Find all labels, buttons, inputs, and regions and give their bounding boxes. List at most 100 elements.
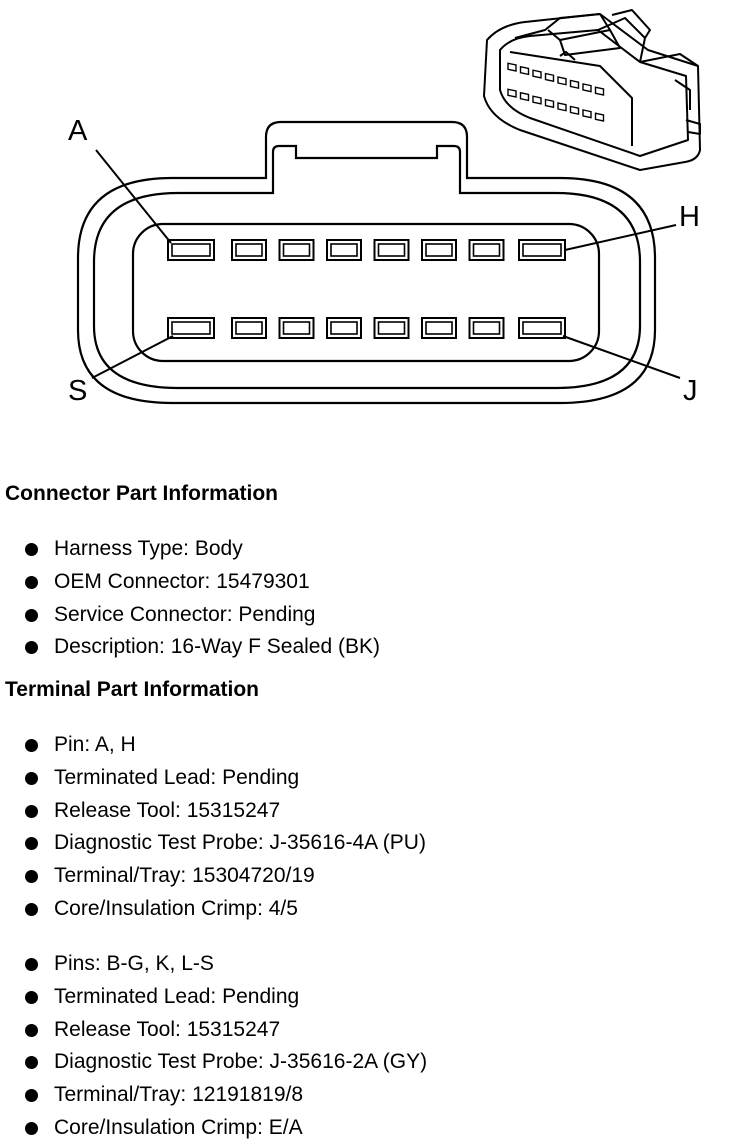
bullet-icon [25,958,38,971]
terminal-info-item: Release Tool: 15315247 [0,795,426,828]
terminal-info-text: Pins: B-G, K, L-S [54,952,214,975]
thumbnail-cavity [532,69,542,79]
thumbnail-cavity [569,79,580,90]
cavity-top [167,239,215,261]
connector-info-text: OEM Connector: 15479301 [54,569,310,593]
terminal-info-title: Terminal Part Information [5,678,259,701]
cavity-bottom [373,317,410,339]
cavity-top [468,239,505,261]
cavity-top-inner [330,243,358,257]
bullet-icon [25,804,38,818]
terminal-info-item: Pin: A, H [0,729,426,762]
thumbnail-cavity [557,102,567,112]
bullet-icon [25,1056,38,1070]
leader-line-a [95,149,172,244]
terminal-info-text: Terminated Lead: Pending [54,765,300,789]
connector-inner-shell [92,144,642,390]
bullet-icon [25,575,38,589]
cavity-top [373,239,410,261]
terminal-info-item: Core/Insulation Crimp: 4/5 [0,893,426,926]
pin-label-s: S [68,375,87,407]
terminal-info-text: Core/Insulation Crimp: 4/5 [54,896,298,920]
cavity-bottom-inner [472,321,501,335]
terminal-info-text: Release Tool: 15315247 [54,798,281,822]
cavity-bottom-inner [425,321,453,335]
thumbnail-cavity [507,88,517,98]
connector-info-text: Harness Type: Body [54,537,243,560]
cavity-bottom [167,317,215,339]
bullet-icon [25,771,38,785]
cavity-top-inner [282,243,311,257]
terminal-info-item: Diagnostic Test Probe: J-35616-2A (GY) [0,1046,427,1079]
bullet-icon [25,1023,38,1037]
cavity-top [278,239,315,261]
pin-label-j: J [683,375,698,407]
cavity-bottom-inner [282,321,311,335]
thumbnail-cavity [519,65,530,76]
cavity-bottom [518,317,566,339]
terminal-info-item: Terminal/Tray: 12191819/8 [0,1079,427,1112]
cavity-bottom-inner [522,321,562,335]
cavity-top-inner [425,243,453,257]
connector-thumbnail-image [483,9,701,171]
terminal-info-text: Terminal/Tray: 12191819/8 [54,1083,304,1107]
bullet-icon [25,608,38,622]
thumbnail-cavity [532,95,542,105]
cavity-bottom [278,317,315,339]
connector-info-item: OEM Connector: 15479301 [0,566,380,599]
thumbnail-cavity [594,112,605,122]
bullet-icon [25,902,38,916]
terminal-info-item: Terminated Lead: Pending [0,762,426,795]
bullet-icon [25,837,38,851]
thumbnail-cavity [594,86,605,96]
pin-label-a: A [68,115,88,147]
leader-line-j [562,335,681,379]
thumbnail-cavity [519,91,530,102]
bullet-icon [25,543,38,556]
connector-info-text: Description: 16-Way F Sealed (BK) [54,635,381,659]
terminal-info-text: Core/Insulation Crimp: E/A [54,1115,303,1139]
terminal-info-item: Pins: B-G, K, L-S [0,948,427,981]
terminal-info-item: Release Tool: 15315247 [0,1014,427,1047]
thumbnail-cavity [569,105,580,116]
cavity-bottom [421,317,457,339]
cavity-top [518,239,566,261]
cavity-bottom-inner [171,321,211,335]
bullet-icon [25,990,38,1004]
thumbnail-cavity [582,83,592,93]
terminal-cavities [167,239,566,339]
bullet-icon [25,870,38,884]
cavity-bottom-inner [377,321,406,335]
pin-label-h: H [679,201,700,233]
terminal-info-text: Terminated Lead: Pending [54,984,300,1008]
cavity-bottom-inner [235,321,263,335]
connector-info-item: Service Connector: Pending [0,599,380,632]
bullet-icon [25,739,38,752]
terminal-info-text: Terminal/Tray: 15304720/19 [54,864,315,888]
connector-face-diagram: A H S J [68,9,701,407]
terminal-info-item: Diagnostic Test Probe: J-35616-4A (PU) [0,827,426,860]
connector-info-title: Connector Part Information [5,482,279,505]
thumbnail-cavity [507,62,517,72]
cavity-top-inner [377,243,406,257]
cavity-bottom [326,317,362,339]
terminal-info-item: Core/Insulation Crimp: E/A [0,1112,427,1145]
cavity-bottom-inner [330,321,358,335]
bullet-icon [25,1089,38,1103]
leader-line-s [91,335,174,379]
thumbnail-cavities [507,62,605,122]
cavity-bottom [231,317,267,339]
connector-info-item: Description: 16-Way F Sealed (BK) [0,631,380,664]
bullet-icon [25,1121,38,1135]
leader-line-h [564,224,677,251]
terminal-info-list-2: Pins: B-G, K, L-S Terminated Lead: Pendin… [0,948,427,1145]
cavity-top-inner [235,243,263,257]
thumbnail-cavity [582,109,592,119]
cavity-top-inner [171,243,211,257]
terminal-info-item: Terminal/Tray: 15304720/19 [0,860,426,893]
terminal-info-text: Diagnostic Test Probe: J-35616-2A (GY) [54,1050,428,1074]
terminal-info-text: Diagnostic Test Probe: J-35616-4A (PU) [54,831,426,855]
terminal-info-text: Pin: A, H [54,733,136,756]
